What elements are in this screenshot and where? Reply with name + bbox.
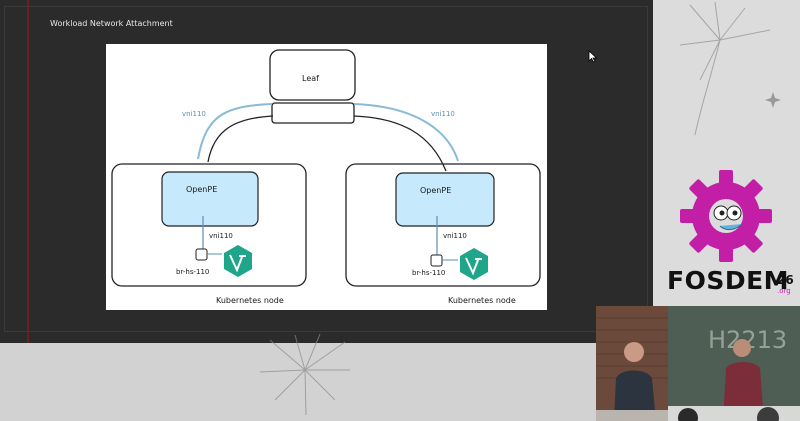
right-k8s-node-box [345, 163, 541, 287]
left-k8s-node-box [111, 163, 307, 287]
firework-decoration-top [679, 1, 781, 136]
left-uplink-label: vni110 [182, 110, 206, 118]
left-bridge-port [195, 248, 208, 261]
right-openpe-box [395, 172, 495, 227]
left-openpe-label: OpenPE [186, 185, 217, 194]
left-openpe-box [161, 171, 259, 227]
mouse-pointer-icon [588, 50, 598, 63]
sparkle-icon [765, 92, 781, 108]
right-uplink-label: vni110 [431, 110, 455, 118]
leaf-box [269, 49, 356, 101]
left-vni-label: vni110 [209, 232, 233, 240]
right-bridge-port [430, 254, 443, 267]
firework-decoration [259, 333, 350, 416]
left-bridge-label: br-hs-110 [176, 268, 209, 276]
left-uplink-blue [197, 103, 273, 160]
leaf-port-box [271, 102, 355, 124]
fosdem-wordmark: FOSDEM [667, 266, 790, 295]
right-vni-label: vni110 [443, 232, 467, 240]
fosdem-year: 26 [777, 273, 794, 287]
fosdem-gear-logo-icon [680, 170, 772, 262]
left-uplink-black [207, 115, 274, 163]
speaker-camera-feed [596, 306, 668, 421]
right-bridge-label: br-hs-110 [412, 269, 445, 277]
slide-frame [4, 6, 648, 332]
right-uplink-blue [353, 103, 459, 162]
right-uplink-black [353, 115, 447, 172]
slide-title: Workload Network Attachment [50, 19, 173, 28]
right-pod-icon [460, 248, 488, 280]
fosdem-tld: .org [777, 287, 791, 295]
leaf-label: Leaf [302, 74, 319, 83]
left-pod-icon [224, 245, 252, 277]
right-openpe-label: OpenPE [420, 186, 451, 195]
network-diagram: Leaf vni110 vni110 OpenPE vni110 br-hs-1… [106, 44, 547, 310]
diagram-canvas: Leaf vni110 vni110 OpenPE vni110 br-hs-1… [111, 49, 541, 305]
left-node-label: Kubernetes node [216, 296, 284, 305]
right-node-label: Kubernetes node [448, 296, 516, 305]
whiteboard-camera-feed: H2213 [668, 306, 800, 421]
slide-edge-marker [27, 0, 29, 343]
